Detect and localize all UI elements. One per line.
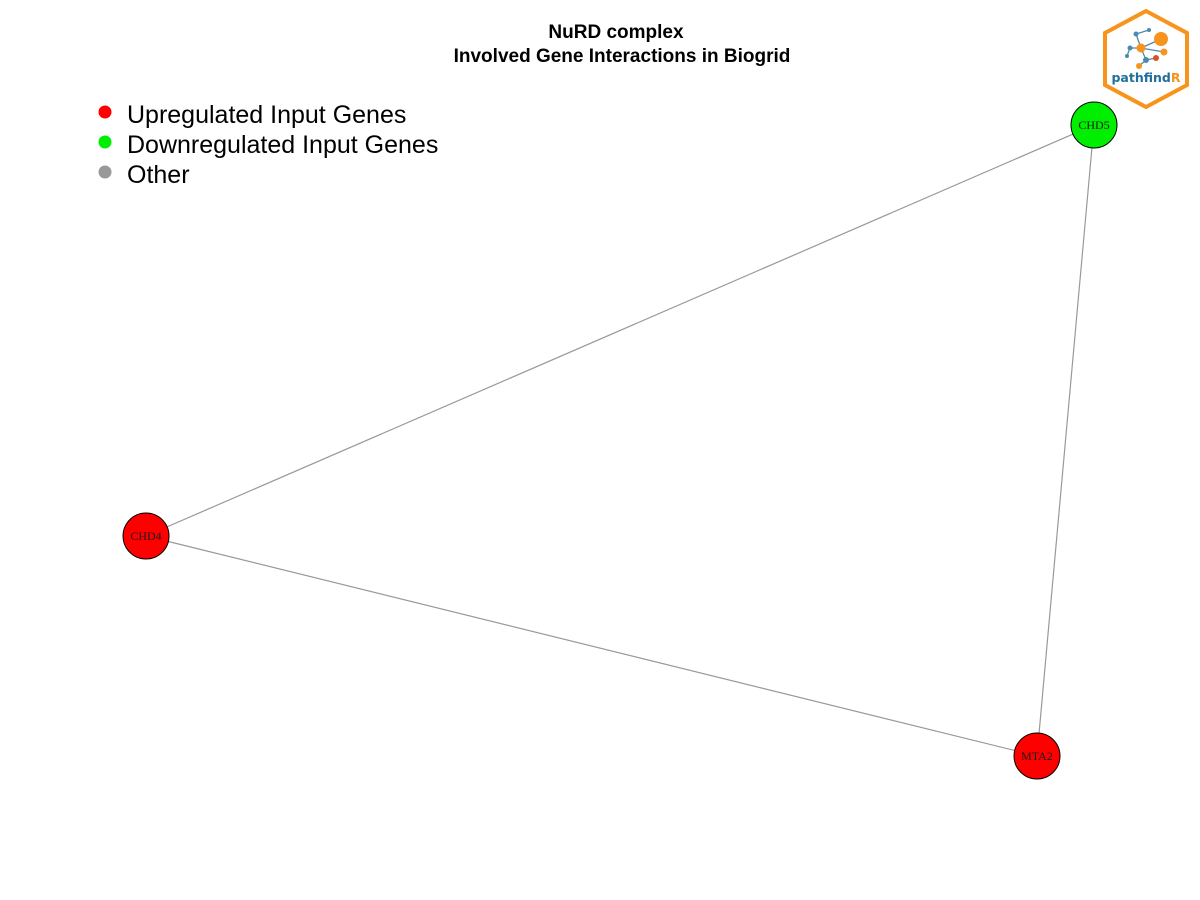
logo-wordmark: pathfindR [1111,70,1180,85]
logo-text-accent: R [1171,70,1181,85]
legend-marker-upregulated [98,105,112,119]
logo-text-main: pathfind [1111,70,1170,85]
pathfindr-logo: pathfindR [1103,8,1189,110]
logo-network-icon [1125,28,1168,69]
node-label-chd4: CHD4 [130,529,161,543]
legend-item-downregulated: Downregulated Input Genes [98,131,438,159]
legend-item-upregulated: Upregulated Input Genes [98,101,406,129]
edge-chd4-mta2 [145,535,1038,757]
network-edges [145,124,1095,757]
legend-label-upregulated: Upregulated Input Genes [127,101,406,129]
legend: Upregulated Input Genes Downregulated In… [98,101,438,189]
title-line-2: Involved Gene Interactions in Biogrid [454,46,791,67]
figure-title: NuRD complex Involved Gene Interactions … [454,22,791,67]
legend-marker-downregulated [98,135,112,149]
legend-marker-other [98,165,112,179]
title-line-1: NuRD complex [548,22,684,43]
node-circle-chd5 [1070,101,1118,149]
legend-label-other: Other [127,161,190,189]
node-circle-mta2 [1013,732,1061,780]
node-chd4: CHD4 [122,512,170,560]
legend-item-other: Other [98,161,190,189]
node-circle-chd4 [122,512,170,560]
node-mta2: MTA2 [1013,732,1061,780]
edge-chd4-chd5 [145,124,1095,537]
node-label-chd5: CHD5 [1078,118,1109,132]
edge-chd5-mta2 [1036,124,1095,757]
node-label-mta2: MTA2 [1021,749,1053,763]
node-chd5: CHD5 [1070,101,1118,149]
legend-label-downregulated: Downregulated Input Genes [127,131,438,159]
